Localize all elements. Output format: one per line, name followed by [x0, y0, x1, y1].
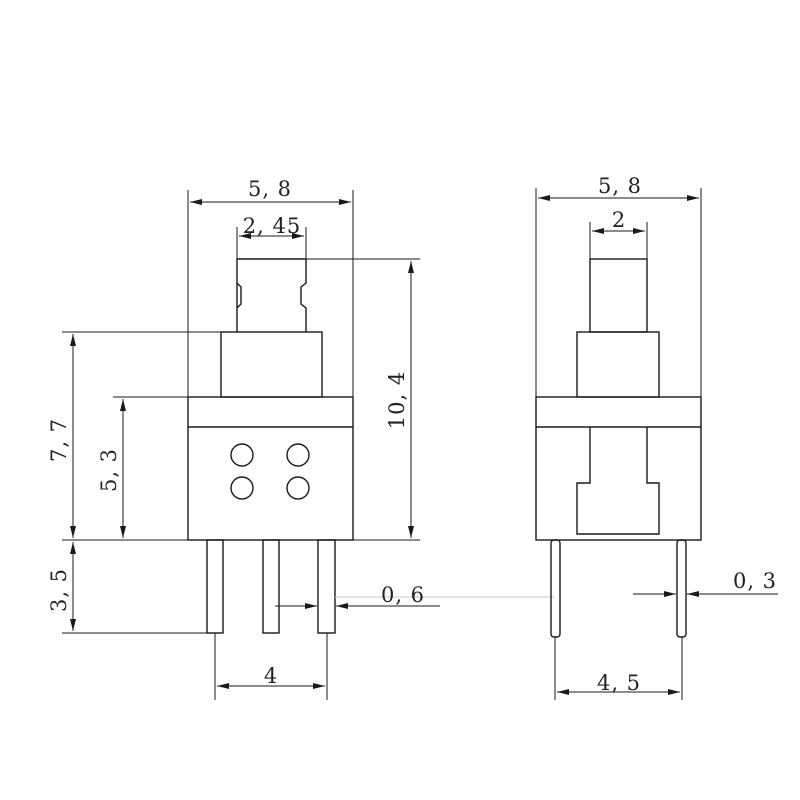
dim-label: 10, 4: [385, 371, 409, 429]
dim-side-pin-spacing: 4, 5: [554, 637, 683, 700]
front-view: 5, 8 2, 45 10, 4 7, 7 5, 3 3,: [47, 177, 555, 700]
side-upper-block: [576, 331, 660, 398]
dim-front-height: 10, 4: [306, 258, 420, 541]
front-pin: [206, 539, 224, 634]
contact-hole: [230, 476, 254, 500]
dim-front-pin-width: 0, 6: [275, 583, 555, 609]
dim-label: 5, 3: [97, 448, 121, 492]
dim-front-stem-width: 2, 45: [236, 214, 307, 259]
dim-front-width: 5, 8: [187, 177, 354, 397]
dim-side-pin-thickness: 0, 3: [633, 569, 778, 597]
contact-hole: [286, 476, 310, 500]
dim-side-width: 5, 8: [535, 174, 702, 397]
side-view: 5, 8 2 0, 3 4, 5: [535, 174, 778, 700]
front-body: [187, 396, 354, 541]
dim-label: 7, 7: [47, 418, 71, 462]
dim-front-body-height: 5, 3: [97, 396, 188, 538]
dim-front-pin-length: 3, 5: [47, 542, 207, 634]
front-pin: [262, 539, 280, 634]
dim-label: 3, 5: [47, 568, 71, 612]
front-upper-block: [220, 331, 323, 398]
dim-label: 0, 6: [381, 583, 425, 607]
dim-side-stem-width: 2: [589, 208, 648, 259]
side-body: [535, 396, 702, 541]
side-pin: [550, 539, 561, 638]
side-slider: [576, 427, 660, 535]
dim-label: 5, 8: [598, 174, 642, 198]
dim-label: 2, 45: [243, 214, 301, 238]
contact-hole: [230, 443, 254, 467]
dim-label: 4, 5: [597, 671, 641, 695]
dim-label: 2: [612, 208, 626, 232]
contact-hole: [286, 443, 310, 467]
side-actuator-stem: [589, 258, 648, 333]
front-pin: [317, 539, 336, 634]
front-actuator-stem: [236, 258, 307, 332]
dim-front-pin-pitch: 4: [214, 633, 328, 700]
dim-label: 0, 3: [733, 569, 777, 593]
side-pin: [676, 539, 687, 638]
dim-front-shoulder-height: 7, 7: [47, 331, 221, 541]
dim-label: 5, 8: [248, 177, 292, 201]
dim-label: 4: [264, 664, 278, 688]
